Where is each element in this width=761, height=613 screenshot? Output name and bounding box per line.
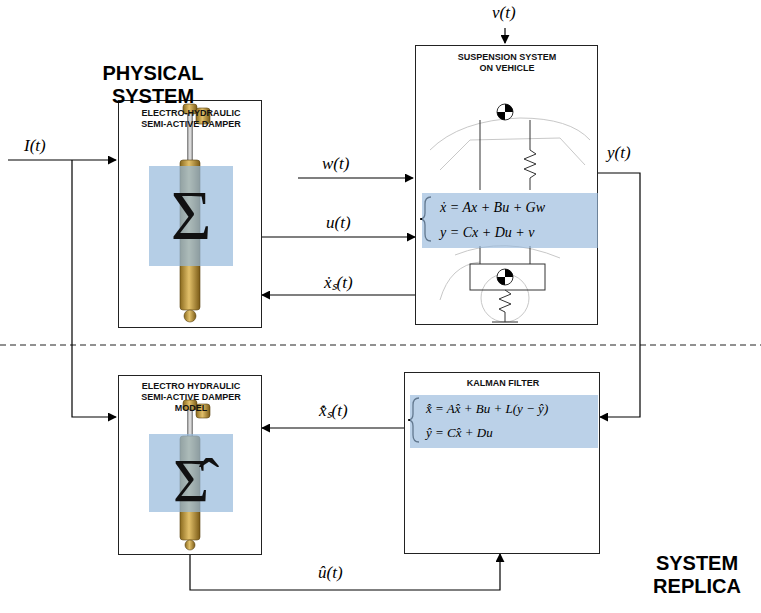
equation: ŷ = Cx̂ + Du bbox=[410, 421, 598, 445]
signal-connector bbox=[190, 554, 500, 590]
signal-label: ẋₛ(t) bbox=[322, 270, 355, 293]
signal-connector bbox=[262, 294, 415, 295]
signal-label: w(t) bbox=[322, 154, 349, 174]
divider bbox=[0, 345, 761, 346]
signal-label: x̂̇ₛ(t) bbox=[317, 398, 350, 421]
disturbance-wire bbox=[298, 177, 413, 178]
input-branch-wire bbox=[72, 160, 116, 417]
damper-model-box: ELECTRO HYDRAULIC SEMI-ACTIVE DAMPER MOD… bbox=[118, 375, 262, 555]
signal-label: I(t) bbox=[24, 136, 46, 156]
equation-band: ẋ = Ax + Bu + Gwy = Cx + Du + v bbox=[422, 193, 598, 248]
region-title: SYSTEM REPLICA bbox=[638, 552, 756, 598]
signal-connector bbox=[598, 173, 640, 417]
box-heading: KALMAN FILTER bbox=[448, 378, 558, 389]
equation: ẋ = Ax + Bu + Gw bbox=[422, 193, 598, 220]
system-symbol: Σ̂ bbox=[149, 434, 233, 512]
signal-connector bbox=[262, 236, 415, 237]
kalman-filter-box: KALMAN FILTER x̂̇ = Ax̂ + Bu + L(y − ŷ)ŷ … bbox=[404, 372, 600, 554]
equation: x̂̇ = Ax̂ + Bu + L(y − ŷ) bbox=[410, 395, 598, 421]
signal-label: y(t) bbox=[605, 143, 633, 163]
signal-label: u(t) bbox=[324, 213, 353, 233]
region-title: PHYSICAL SYSTEM bbox=[88, 62, 218, 108]
suspension-box: SUSPENSION SYSTEM ON VEHICLE ẋ = Ax + Bu … bbox=[415, 45, 598, 325]
system-symbol: Σ bbox=[149, 166, 233, 266]
damper-box: ELECTRO-HYDRAULIC SEMI-ACTIVE DAMPER Σ bbox=[118, 100, 262, 328]
signal-connector bbox=[262, 427, 404, 428]
noise-wire bbox=[504, 28, 505, 43]
equation: y = Cx + Du + v bbox=[422, 220, 598, 245]
equation-band: x̂̇ = Ax̂ + Bu + L(y − ŷ)ŷ = Cx̂ + Du bbox=[410, 395, 598, 448]
input-wire bbox=[8, 159, 116, 160]
box-heading: SUSPENSION SYSTEM ON VEHICLE bbox=[452, 52, 562, 74]
box-heading: ELECTRO HYDRAULIC SEMI-ACTIVE DAMPER MOD… bbox=[136, 381, 246, 414]
signal-label: û(t) bbox=[316, 563, 345, 583]
box-heading: ELECTRO-HYDRAULIC SEMI-ACTIVE DAMPER bbox=[136, 108, 246, 130]
signal-label: v(t) bbox=[492, 3, 516, 23]
